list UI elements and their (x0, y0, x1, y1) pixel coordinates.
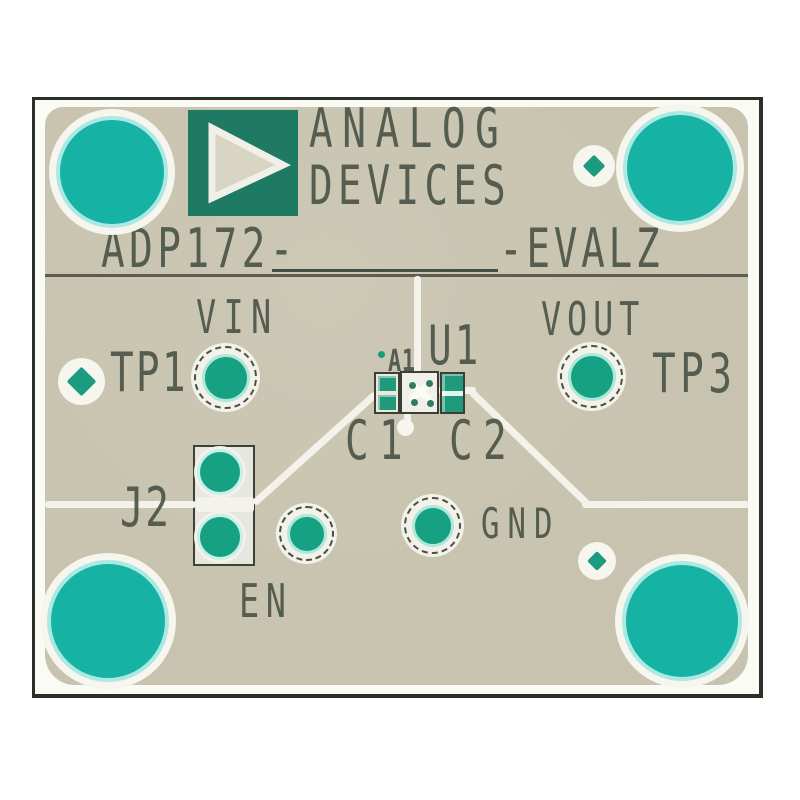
bottom-right-via-core (587, 551, 607, 571)
en-label: EN (239, 574, 293, 628)
trace-right-horizontal (582, 501, 749, 508)
mounting-hole-bottom-left (51, 564, 165, 678)
vin-label: VIN (196, 290, 279, 344)
silkscreen-divider-line (45, 274, 748, 277)
c1-pad-bottom (378, 395, 396, 410)
c1-pad-top (378, 376, 396, 391)
u1-ic-package (400, 371, 439, 414)
j2-label: J2 (120, 476, 171, 539)
brand-line2: DEVICES (309, 154, 511, 217)
gnd-pad (404, 497, 461, 554)
trace-vin-vertical (414, 276, 421, 376)
part-number-blank-line (272, 269, 498, 272)
tp1-via (58, 358, 105, 405)
top-right-via-core (582, 154, 606, 178)
u1-ball (409, 382, 416, 389)
a1-pin-marker-dot (378, 351, 385, 358)
j2-pin-1 (197, 449, 243, 495)
c2-label: C2 (449, 409, 517, 472)
mounting-hole-top-right (627, 115, 733, 221)
top-right-via (573, 145, 615, 187)
c2-capacitor-footprint (440, 372, 465, 414)
part-number-suffix: -EVALZ (499, 217, 664, 280)
j2-pin-2 (197, 514, 243, 560)
part-number-prefix: ADP172- (101, 217, 298, 280)
u1-bottom-via (397, 419, 414, 436)
vin-pad (194, 346, 257, 409)
vout-pad-core (567, 352, 616, 401)
u1-ball (427, 400, 434, 407)
c1-capacitor-footprint (374, 372, 400, 414)
brand-line1: ANALOG (309, 97, 509, 160)
u1-ball (426, 380, 433, 387)
a1-label: A1 (388, 344, 416, 379)
vout-label: VOUT (541, 292, 646, 346)
u1-label: U1 (428, 314, 482, 377)
analog-devices-logo-icon (188, 110, 298, 216)
u1-ball (411, 399, 418, 406)
vout-pad (560, 345, 623, 408)
mounting-hole-top-left (60, 120, 164, 224)
en-pad (279, 506, 334, 561)
en-pad-core (286, 513, 327, 554)
gnd-label: GND (481, 499, 561, 548)
trace-left-horizontal (45, 501, 196, 508)
mounting-hole-bottom-right (626, 565, 738, 677)
vin-pad-core (201, 353, 250, 402)
c1-label: C1 (345, 409, 413, 472)
tp3-label: TP3 (652, 342, 737, 405)
tp1-label: TP1 (110, 341, 188, 404)
trace-j2-gap (196, 497, 254, 512)
bottom-right-via (578, 542, 616, 580)
gnd-pad-core (411, 504, 454, 547)
tp1-via-core (66, 366, 97, 397)
